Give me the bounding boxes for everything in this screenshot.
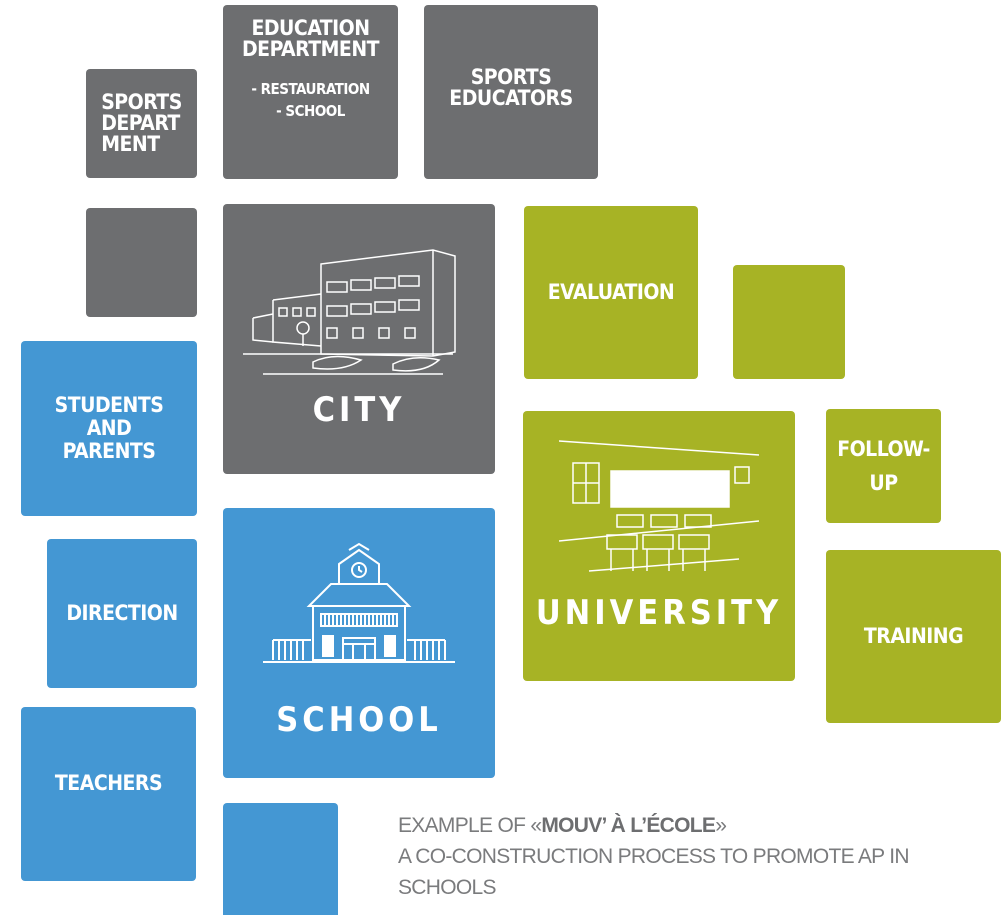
tile-blue-blank — [223, 803, 338, 915]
tile-education-department: EDUCATION DEPARTMENT - RESTAURATION - SC… — [223, 5, 398, 179]
education-item-restauration: - RESTAURATION — [251, 80, 370, 98]
tile-students-parents: STUDENTS AND PARENTS — [21, 341, 197, 516]
follow-up-label: FOLLOW- UP — [837, 437, 930, 495]
tile-city: CITY — [223, 204, 495, 474]
tile-training: TRAINING — [826, 550, 1001, 723]
education-item-school: - SCHOOL — [276, 102, 345, 120]
evaluation-label: EVALUATION — [547, 280, 675, 304]
teachers-label: TEACHERS — [54, 771, 163, 795]
school-building-icon — [263, 542, 455, 663]
tile-grey-blank — [86, 208, 197, 317]
caption-line-2: A CO-CONSTRUCTION PROCESS TO PROMOTE AP … — [398, 845, 910, 868]
city-label: CITY — [312, 390, 406, 430]
students-parents-label: STUDENTS AND PARENTS — [54, 393, 164, 463]
caption-line-3: SCHOOLS — [398, 876, 496, 899]
school-label: SCHOOL — [276, 700, 442, 740]
university-label: UNIVERSITY — [535, 593, 783, 633]
tile-evaluation: EVALUATION — [524, 206, 698, 379]
caption: EXAMPLE OF «MOUV’ À L’ÉCOLE» A CO-CONSTR… — [398, 810, 998, 903]
direction-label: DIRECTION — [66, 601, 178, 625]
tile-follow-up: FOLLOW- UP — [826, 409, 941, 523]
city-building-icon — [243, 249, 456, 375]
tile-university: UNIVERSITY — [523, 411, 795, 681]
tile-direction: DIRECTION — [47, 539, 197, 688]
caption-line-1: EXAMPLE OF «MOUV’ À L’ÉCOLE» — [398, 814, 727, 837]
tile-sports-educators: SPORTS EDUCATORS — [424, 5, 598, 179]
classroom-icon — [559, 440, 759, 572]
tile-teachers: TEACHERS — [21, 707, 196, 881]
tile-green-blank — [733, 265, 845, 379]
tile-sports-department: SPORTS DEPART MENT — [86, 69, 197, 178]
tile-school: SCHOOL — [223, 508, 495, 778]
sports-educators-label: SPORTS EDUCATORS — [449, 65, 573, 110]
sports-department-label: SPORTS DEPART MENT — [101, 90, 182, 156]
training-label: TRAINING — [863, 624, 964, 648]
education-department-label: EDUCATION DEPARTMENT — [241, 16, 380, 61]
